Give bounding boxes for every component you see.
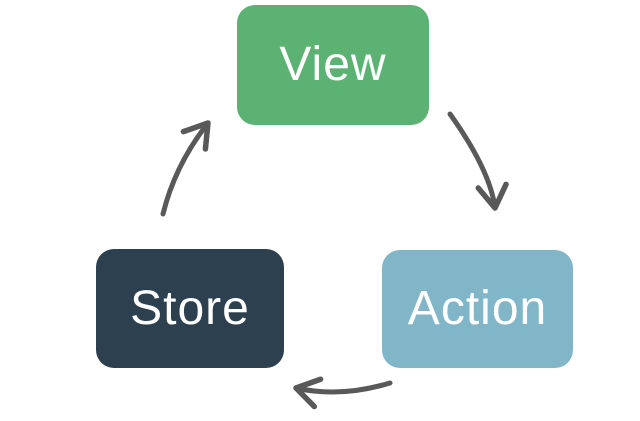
arrow-view-to-action bbox=[447, 111, 509, 211]
node-store-label: Store bbox=[130, 281, 250, 335]
node-action: Action bbox=[382, 250, 573, 368]
arrow-action-to-store bbox=[293, 376, 393, 410]
node-store: Store bbox=[96, 249, 284, 368]
node-view: View bbox=[237, 5, 429, 125]
node-action-label: Action bbox=[407, 282, 548, 335]
arrow-store-to-view bbox=[160, 120, 211, 217]
node-view-label: View bbox=[279, 38, 387, 91]
